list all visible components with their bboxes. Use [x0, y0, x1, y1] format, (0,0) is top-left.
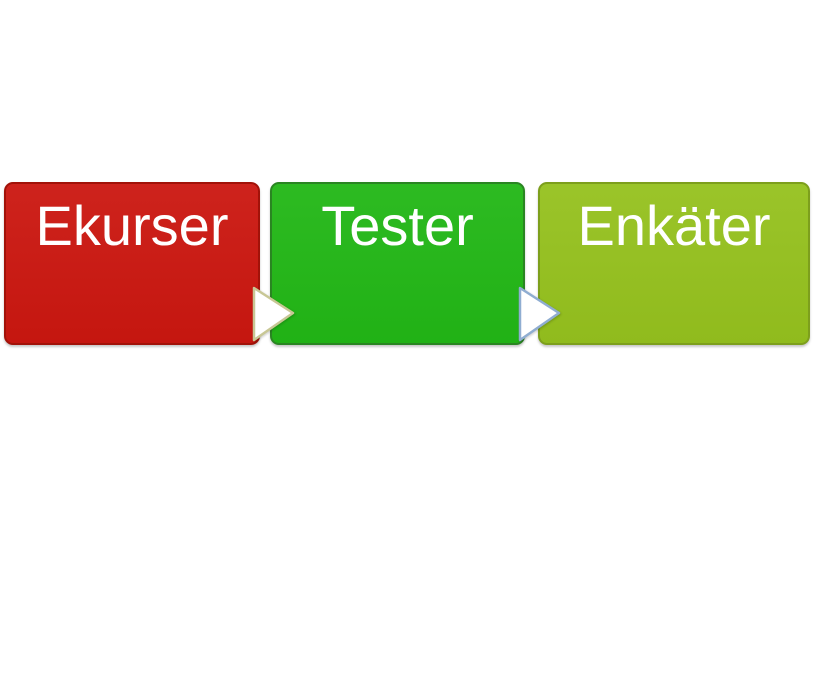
step-label-tester: Tester [321, 194, 474, 257]
process-step-tester: Tester [270, 182, 525, 345]
process-step-ekurser: Ekurser [4, 182, 260, 345]
step-label-ekurser: Ekurser [35, 194, 229, 257]
arrow-1-triangle [252, 286, 295, 342]
step-label-enkater: Enkäter [577, 194, 771, 257]
arrow-2-triangle [518, 286, 561, 342]
flow-arrow-right-icon [518, 286, 561, 342]
process-step-enkater: Enkäter [538, 182, 810, 345]
flow-arrow-right-icon [252, 286, 295, 342]
